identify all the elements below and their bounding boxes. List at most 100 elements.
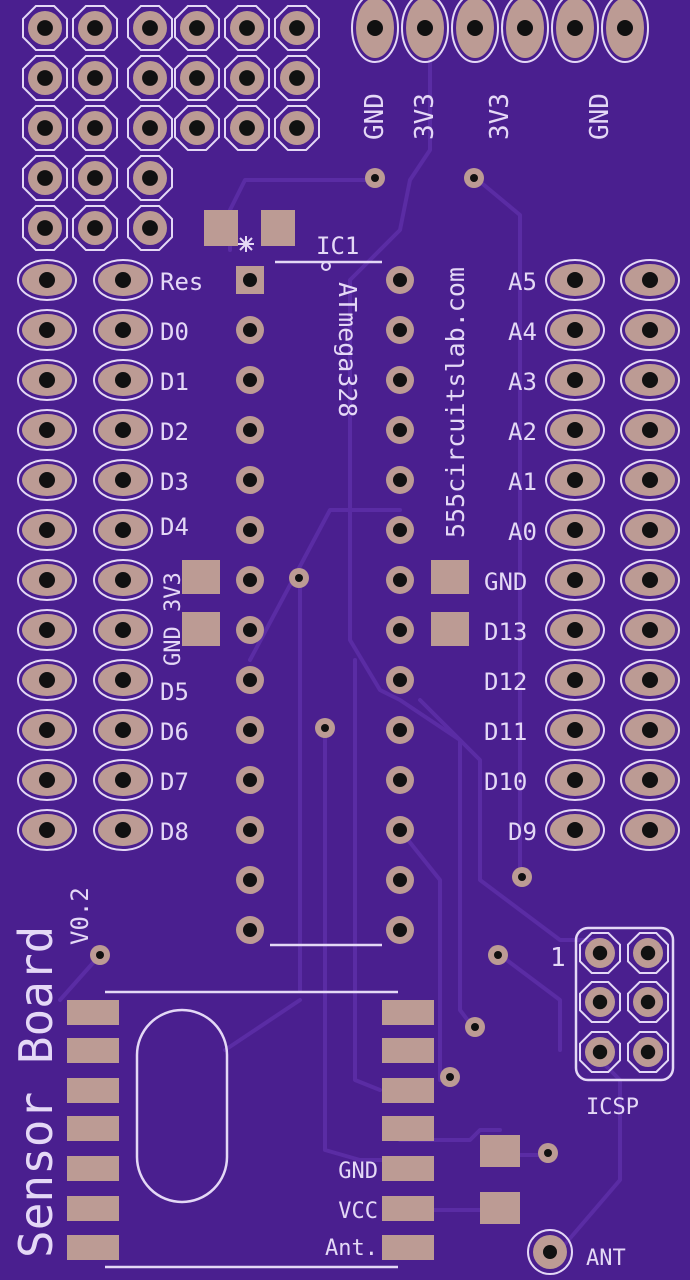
proto-pad-outline [127,205,173,251]
proto-pad [72,155,118,201]
right-header-pad-drill [642,522,658,538]
right-pin-label: A4 [508,318,537,346]
via [538,1143,558,1163]
top-header-label: GND [360,93,390,140]
right-header-pad-drill [642,822,658,838]
proto-pad [22,5,68,51]
proto-pad-drill [87,220,103,236]
left-header-pad-drill [115,572,131,588]
icsp-pad [579,932,621,974]
proto-pad-outline [22,55,68,101]
right-header-pad-outline [620,509,680,551]
antenna-smd-pad [480,1192,520,1224]
ic-right-pin-pad-drill [393,373,407,387]
left-header-pad [93,409,153,451]
left-header-pad-outline [17,659,77,701]
pads-layer [17,0,680,1275]
left-header-pad-drill [39,722,55,738]
ic-right-pin-pad-drill [393,923,407,937]
top-header-label: 3V3 [410,93,440,140]
ic-right-pin-pad-drill [393,473,407,487]
via-drill [321,724,329,732]
proto-pad-drill [87,120,103,136]
left-header-pad-drill [39,622,55,638]
ic-left-pin-pad [236,316,264,344]
left-pin-label: Res [160,268,203,296]
right-header-pad-outline [545,709,605,751]
ic-left-pin-pad-drill [243,773,257,787]
top-header-pad-outline [351,0,399,63]
via-drill [518,873,526,881]
top-header-pad [451,0,499,63]
top-header-pad [401,0,449,63]
proto-pad-drill [189,20,205,36]
proto-pad-outline [224,5,270,51]
proto-pad [224,5,270,51]
right-header-pad-outline [545,809,605,851]
ic-right-pin-pad [386,666,414,694]
right-header-pad-outline [620,759,680,801]
proto-pad [72,55,118,101]
right-header-pad-outline [545,759,605,801]
via-drill [544,1149,552,1157]
proto-pad-outline [274,5,320,51]
proto-pad-outline [274,55,320,101]
left-pin-label: D7 [160,768,189,796]
right-header-pad-drill [642,772,658,788]
top-header-pad [501,0,549,63]
left-header-pad-drill [115,772,131,788]
via [365,168,385,188]
right-header-pad-drill [642,272,658,288]
right-header-pad [545,709,605,751]
cap-pad [204,210,238,246]
right-header-pad-outline [545,259,605,301]
right-header-pad [620,309,680,351]
left-header-pad-drill [39,422,55,438]
ic-left-pin-pad-drill [243,823,257,837]
right-header-pad [620,509,680,551]
ic-right-pin-pad [386,616,414,644]
proto-pad [174,55,220,101]
module-right-pad [382,1235,434,1260]
right-pin-label: D9 [508,818,537,846]
icsp-pad-outline [627,932,669,974]
left-header-pad [17,509,77,551]
right-header-pad [545,809,605,851]
ic-right-pin-pad-drill [393,573,407,587]
left-header-pad-drill [115,272,131,288]
copper-traces [58,58,622,1252]
proto-pad-drill [142,220,158,236]
proto-pad-drill [37,120,53,136]
left-header-pad [93,359,153,401]
top-header-pad [601,0,649,63]
left-pin-label-3v3: 3V3 [161,572,186,612]
top-header-pad-drill [417,20,433,36]
right-header-pad-drill [567,822,583,838]
via [488,945,508,965]
right-header-pad-outline [620,709,680,751]
right-header-pad-outline [545,409,605,451]
ic-right-pin-pad [386,366,414,394]
right-header-pad [545,359,605,401]
crystal-outline [135,1008,229,1204]
right-header-pad-outline [620,559,680,601]
right-header-pad [545,259,605,301]
ic-left-pin-pad-drill [243,373,257,387]
module-right-pad [382,1196,434,1221]
ic-pin-1-pad [236,266,264,294]
right-pin-label: A3 [508,368,537,396]
proto-pad [22,55,68,101]
left-header-pad-outline [93,459,153,501]
left-header-pad [93,459,153,501]
proto-pad-outline [72,155,118,201]
left-header-pad [17,359,77,401]
right-pin-label: GND [484,568,527,596]
proto-pad-outline [224,55,270,101]
right-header-pad [620,359,680,401]
ic-left-pin-pad [236,816,264,844]
proto-pad-outline [127,105,173,151]
ic-left-pin-pad-drill [243,723,257,737]
icsp-pad-outline [579,1031,621,1073]
ic-right-pin-pad [386,316,414,344]
